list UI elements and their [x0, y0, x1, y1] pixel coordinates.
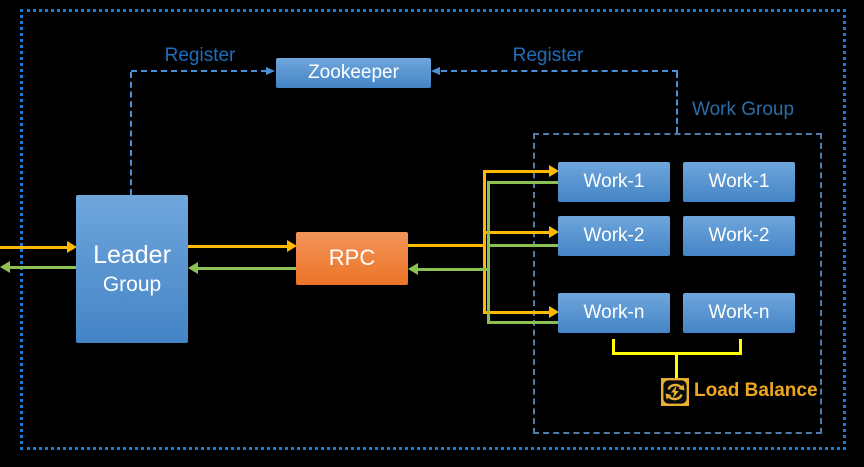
work-node-col2-rown: Work-n — [683, 293, 795, 333]
register-right-line-vertical — [676, 72, 678, 133]
flow-request-to-workn — [486, 311, 550, 314]
flow-response-from-work1 — [490, 181, 558, 184]
flow-response-rpc-arrowhead-icon — [408, 263, 418, 275]
flow-request-to-work2 — [486, 231, 550, 234]
flow-request-rpc-arrowhead-icon — [287, 240, 297, 252]
load-balance-label: Load Balance — [694, 380, 818, 401]
work-node-label: Work-n — [708, 301, 770, 323]
flow-request-workn-arrowhead-icon — [549, 306, 559, 318]
leader-group-node: Leader Group — [76, 195, 188, 343]
register-left-line-horizontal — [131, 70, 267, 72]
bracket-left-stub — [612, 339, 615, 355]
flow-request-work2-arrowhead-icon — [549, 226, 559, 238]
leader-group-label-line1: Leader — [93, 240, 171, 269]
register-left-label: Register — [164, 45, 236, 66]
register-right-arrowhead-icon — [431, 67, 440, 75]
work-node-label: Work-n — [583, 301, 645, 323]
flow-response-from-work2 — [490, 244, 558, 247]
flow-request-into-leader — [0, 246, 68, 249]
flow-response-bus-vertical — [487, 181, 490, 324]
zookeeper-label: Zookeeper — [308, 61, 399, 83]
flow-request-work1-arrowhead-icon — [549, 165, 559, 177]
flow-request-into-leader-arrowhead-icon — [67, 241, 77, 253]
rpc-node: RPC — [296, 232, 408, 285]
work-node-col1-row1: Work-1 — [558, 162, 670, 202]
work-node-col2-row2: Work-2 — [683, 216, 795, 256]
zookeeper-node: Zookeeper — [276, 58, 431, 88]
flow-request-bus-vertical — [483, 170, 486, 314]
load-balance-icon — [661, 378, 689, 406]
bracket-center-drop — [675, 352, 678, 379]
register-right-label: Register — [512, 45, 584, 66]
diagram-outer-border — [20, 9, 846, 450]
flow-response-exit-arrowhead-icon — [0, 261, 10, 273]
flow-request-leader-to-rpc — [188, 245, 288, 248]
flow-response-leader-arrowhead-icon — [188, 262, 198, 274]
register-left-arrowhead-icon — [266, 67, 275, 75]
work-node-label: Work-1 — [708, 170, 770, 192]
work-node-col1-row2: Work-2 — [558, 216, 670, 256]
work-node-col2-row1: Work-1 — [683, 162, 795, 202]
work-node-col1-rown: Work-n — [558, 293, 670, 333]
work-node-label: Work-1 — [583, 170, 645, 192]
bracket-right-stub — [739, 339, 742, 355]
work-group-label: Work Group — [692, 99, 795, 120]
work-node-label: Work-2 — [708, 224, 770, 246]
flow-response-out-of-leader — [9, 266, 76, 269]
flow-request-rpc-to-bus — [408, 244, 486, 247]
leader-group-label-line2: Group — [102, 273, 162, 297]
rpc-label: RPC — [328, 245, 376, 271]
flow-response-bus-to-rpc — [417, 268, 487, 271]
register-left-line-vertical — [130, 72, 132, 195]
flow-response-rpc-to-leader — [197, 267, 296, 270]
flow-request-to-work1 — [486, 170, 550, 173]
flow-response-from-workn — [490, 321, 558, 324]
work-node-label: Work-2 — [583, 224, 645, 246]
work-group-container — [533, 133, 822, 434]
register-right-line-horizontal — [441, 70, 678, 72]
